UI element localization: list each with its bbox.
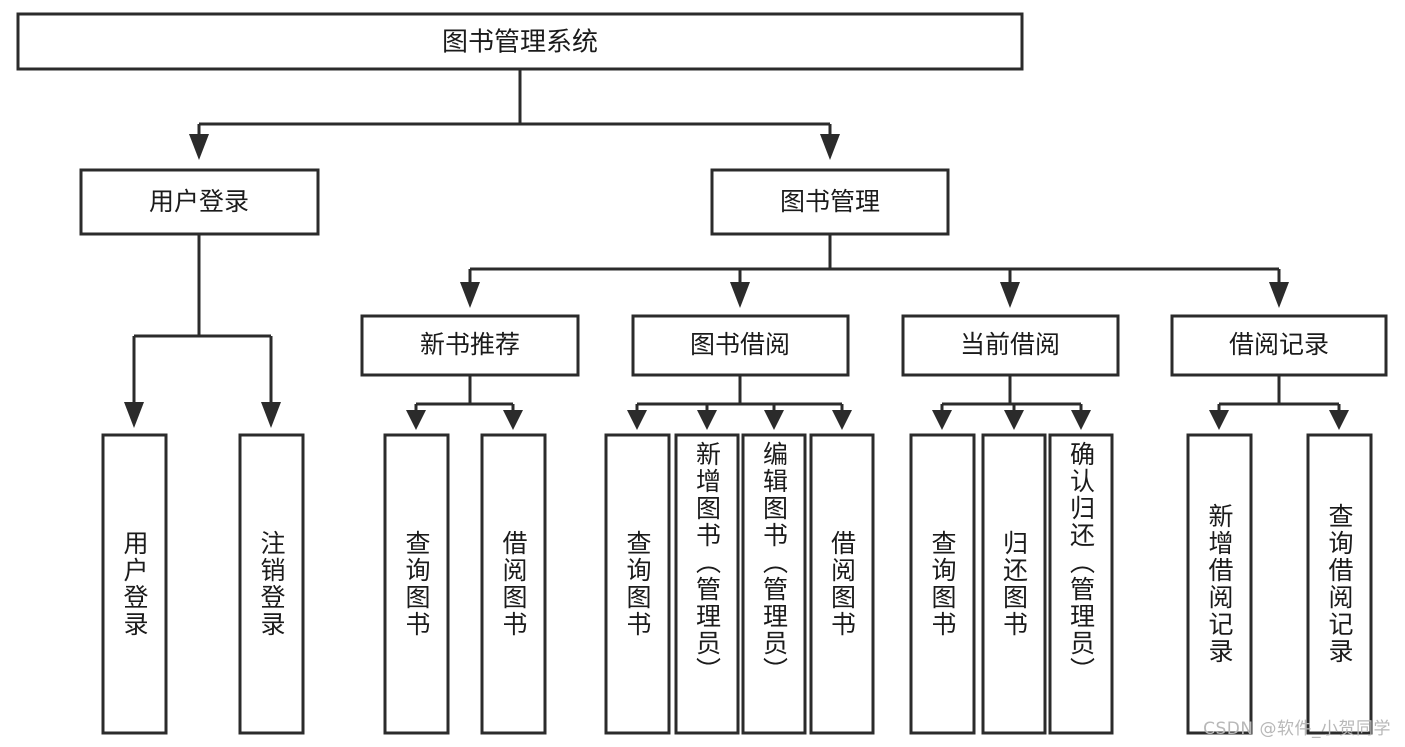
arrow-head-br-query-record — [1329, 410, 1349, 430]
arrow-head-cb-confirm-return — [1071, 410, 1091, 430]
arrow-head-nbr-borrow-book — [503, 410, 523, 430]
connector-group-book-mgmt — [460, 234, 1289, 308]
arrow-head-borrow-record — [1269, 282, 1289, 308]
node-user-login-label: 用户登录 — [149, 187, 249, 216]
leaf-box-logout-login[interactable] — [238, 433, 305, 735]
leaf-box-br-add-record[interactable] — [1186, 433, 1253, 735]
arrow-head-user-login — [189, 134, 209, 160]
arrow-head-bb-borrow-book — [832, 410, 852, 430]
leaf-box-nbr-borrow-book[interactable] — [480, 433, 547, 735]
arrow-head-book-borrow — [730, 282, 750, 308]
arrow-head-leaf-logout-login — [261, 402, 281, 428]
node-root-box[interactable] — [16, 12, 1024, 71]
arrow-head-leaf-user-login — [124, 402, 144, 428]
connector-group-borrow-record — [1209, 375, 1349, 430]
watermark: CSDN @软件_小贺同学 — [1203, 719, 1391, 739]
leaf-box-bb-add-book[interactable] — [674, 433, 740, 735]
arrow-head-cb-query-book — [932, 410, 952, 430]
leaf-box-nbr-query-book[interactable] — [383, 433, 450, 735]
arrow-head-bb-add-book — [697, 410, 717, 430]
node-borrow-record-label: 借阅记录 — [1229, 330, 1329, 359]
leaf-box-br-query-record[interactable] — [1306, 433, 1373, 735]
leaf-box-cb-query-book[interactable] — [909, 433, 976, 735]
arrow-head-cb-return-book — [1004, 410, 1024, 430]
arrow-head-new-book-rec — [460, 282, 480, 308]
node-root-label: 图书管理系统 — [442, 28, 598, 58]
node-book-management-box[interactable] — [710, 168, 950, 236]
node-new-book-recommend[interactable]: 新书推荐 — [360, 314, 580, 377]
node-current-borrow-label: 当前借阅 — [960, 330, 1060, 359]
connector-group-book-borrow — [627, 375, 852, 430]
leaf-box-cb-confirm-return[interactable] — [1048, 433, 1114, 735]
arrow-head-br-add-record — [1209, 410, 1229, 430]
node-book-management-label: 图书管理 — [780, 187, 880, 216]
node-current-borrow-box[interactable] — [901, 314, 1120, 377]
node-book-borrow[interactable]: 图书借阅 — [631, 314, 850, 377]
node-book-borrow-label: 图书借阅 — [690, 330, 790, 359]
node-root[interactable]: 图书管理系统 — [16, 12, 1024, 71]
leaf-box-bb-query-book[interactable] — [604, 433, 671, 735]
leaf-box-user-login[interactable] — [101, 433, 168, 735]
arrow-head-book-mgmt — [820, 134, 840, 160]
leaf-box-cb-return-book[interactable] — [981, 433, 1047, 735]
connector-group-current-borrow — [932, 375, 1091, 430]
node-book-borrow-box[interactable] — [631, 314, 850, 377]
node-book-management[interactable]: 图书管理 — [710, 168, 950, 236]
node-current-borrow[interactable]: 当前借阅 — [901, 314, 1120, 377]
node-user-login-box[interactable] — [79, 168, 320, 236]
arrow-head-nbr-query-book — [406, 410, 426, 430]
node-user-login[interactable]: 用户登录 — [79, 168, 320, 236]
arrow-head-bb-query-book — [627, 410, 647, 430]
node-new-book-recommend-label: 新书推荐 — [420, 330, 520, 359]
arrow-head-bb-edit-book — [764, 410, 784, 430]
leaf-box-bb-borrow-book[interactable] — [809, 433, 875, 735]
connector-group-new-book-rec — [406, 375, 523, 430]
connector-group-root — [189, 69, 840, 160]
node-borrow-record[interactable]: 借阅记录 — [1170, 314, 1388, 377]
leaf-box-bb-edit-book[interactable] — [741, 433, 807, 735]
connector-group-user-login — [124, 234, 281, 428]
node-borrow-record-box[interactable] — [1170, 314, 1388, 377]
arrow-head-current-borrow — [1000, 282, 1020, 308]
node-new-book-recommend-box[interactable] — [360, 314, 580, 377]
